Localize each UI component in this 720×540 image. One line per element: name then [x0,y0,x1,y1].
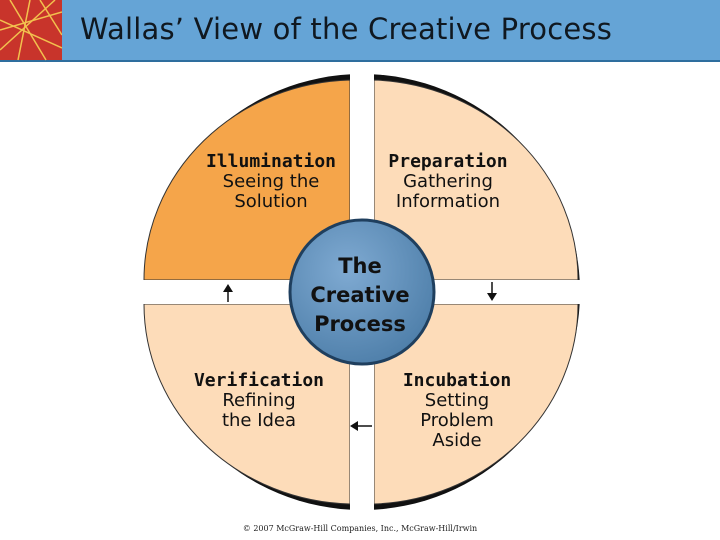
quadrant-label-illumination: Illumination Seeing the Solution [196,152,346,212]
quadrant-label-incubation: Incubation Setting Problem Aside [382,371,532,451]
quadrant-preparation [373,79,579,281]
center-label-line-2: Creative [310,283,410,307]
quadrant-label-preparation: Preparation Gathering Information [373,152,523,212]
center-label-line-3: Process [314,312,406,336]
page-title: Wallas’ View of the Creative Process [80,12,613,46]
quadrant-incubation [373,303,579,505]
illumination-line-2: Solution [234,191,308,212]
verification-line-1: Refining [222,390,296,411]
illumination-line-1: Seeing the [222,171,320,192]
arrow-preparation-to-incubation [487,282,497,301]
quadrant-verification [143,303,351,505]
incubation-line-1: Setting [424,390,490,411]
logo-icon [0,0,62,61]
center-label: The Creative Process [290,252,430,339]
preparation-line-2: Information [395,191,501,212]
verification-line-2: the Idea [221,410,297,431]
arrow-verification-to-illumination [223,284,233,302]
quadrant-label-verification: Verification Refining the Idea [184,371,334,431]
center-hub [288,218,436,366]
preparation-line-1: Gathering [403,171,493,192]
quadrant-illumination [143,79,351,281]
verification-heading: Verification [193,370,325,391]
incubation-line-2: Problem [420,410,494,431]
center-label-line-1: The [338,254,382,278]
copyright-footer: © 2007 McGraw-Hill Companies, Inc., McGr… [242,524,478,533]
illumination-heading: Illumination [205,151,337,172]
header-bar: Wallas’ View of the Creative Process [0,0,720,62]
incubation-line-3: Aside [432,430,482,451]
preparation-heading: Preparation [388,151,508,172]
incubation-heading: Incubation [402,370,512,391]
arrow-incubation-to-verification [350,421,372,431]
